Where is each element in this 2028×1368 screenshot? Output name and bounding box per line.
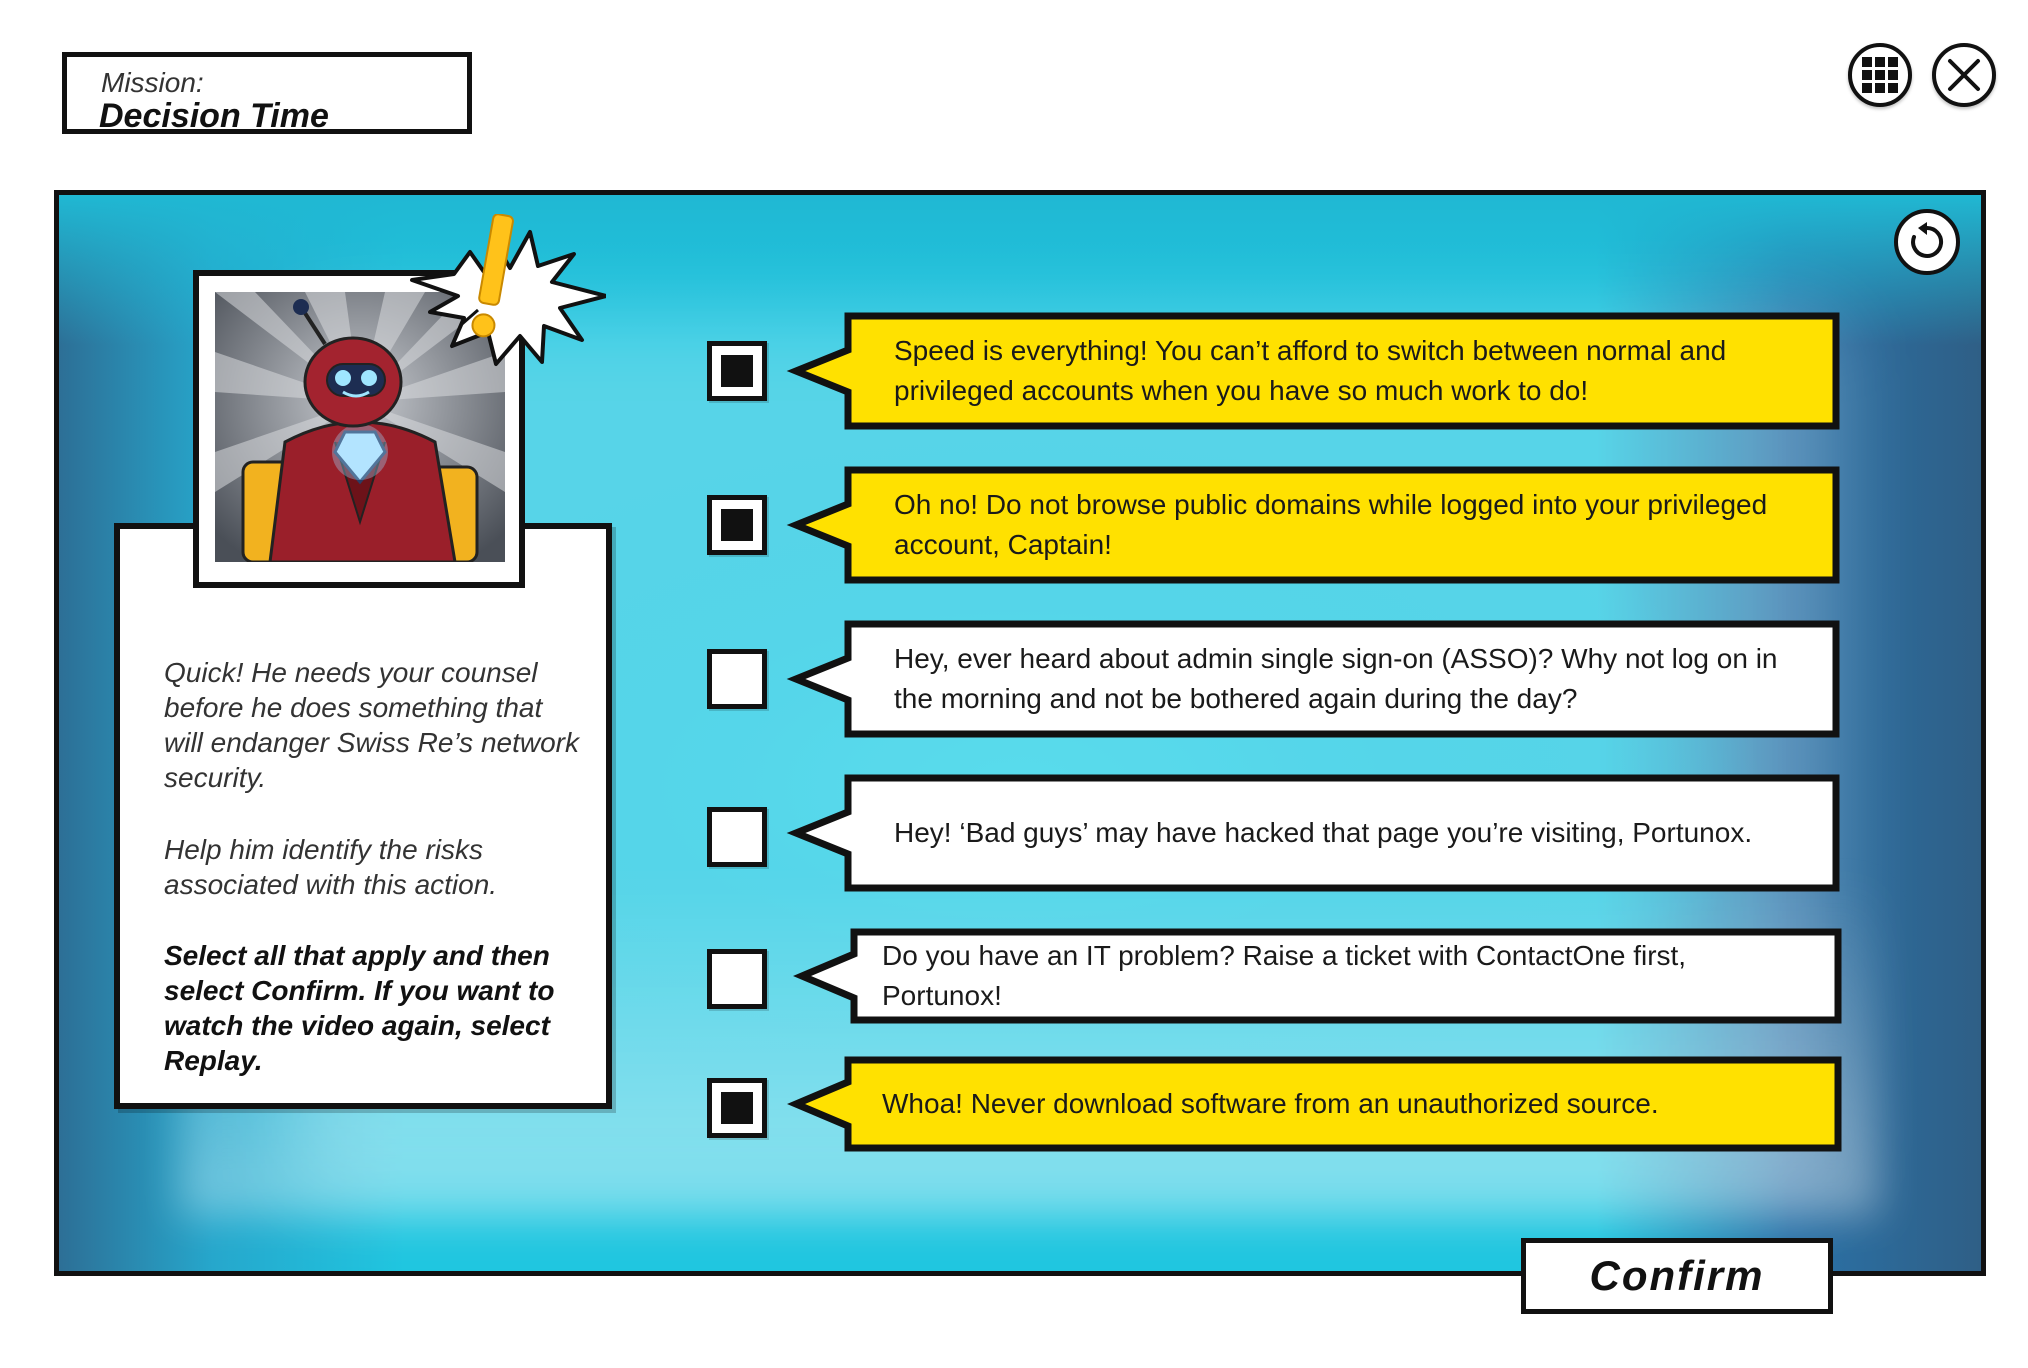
option-bubble[interactable]: [786, 772, 1840, 894]
checked-mark: [721, 1092, 753, 1124]
option-bubble[interactable]: [786, 310, 1840, 432]
replay-button[interactable]: [1894, 209, 1960, 275]
instruction-paragraph: Help him identify the risks associated w…: [164, 834, 498, 900]
mission-title: Decision Time: [99, 97, 329, 135]
option-bubble[interactable]: [787, 1054, 1842, 1154]
close-icon: [1948, 59, 1980, 91]
mission-title-box: Mission: Decision Time: [62, 52, 472, 135]
option-text: Speed is everything! You can’t afford to…: [894, 335, 1727, 406]
option-text: Do you have an IT problem? Raise a ticke…: [882, 940, 1687, 1011]
replay-icon: [1911, 222, 1944, 258]
exclamation-burst-icon: [410, 214, 606, 366]
checked-mark: [721, 355, 753, 387]
confirm-button[interactable]: Confirm: [1521, 1238, 1833, 1314]
option-bubble[interactable]: [786, 618, 1840, 740]
option-checkbox[interactable]: [707, 341, 767, 401]
option-checkbox[interactable]: [707, 649, 767, 709]
option-bubble[interactable]: [786, 464, 1840, 586]
checked-mark: [721, 509, 753, 541]
option-text: Oh no! Do not browse public domains whil…: [894, 489, 1768, 560]
option-checkbox[interactable]: [707, 949, 767, 1009]
instruction-card: Quick! He needs your counsel before he d…: [114, 523, 612, 1109]
option-text: Hey! ‘Bad guys’ may have hacked that pag…: [894, 817, 1753, 848]
option-checkbox[interactable]: [707, 807, 767, 867]
menu-button[interactable]: [1848, 43, 1912, 107]
close-button[interactable]: [1932, 43, 1996, 107]
grid-menu-icon: [1862, 57, 1898, 93]
instruction-emphasis: Select all that apply and then select Co…: [164, 940, 555, 1076]
option-checkbox[interactable]: [707, 495, 767, 555]
option-checkbox[interactable]: [707, 1078, 767, 1138]
option-text: Hey, ever heard about admin single sign-…: [894, 643, 1778, 714]
option-bubble[interactable]: [790, 926, 1842, 1026]
instruction-paragraph: Quick! He needs your counsel before he d…: [164, 657, 579, 793]
mission-label: Mission:: [101, 67, 204, 98]
option-text: Whoa! Never download software from an un…: [882, 1088, 1659, 1119]
